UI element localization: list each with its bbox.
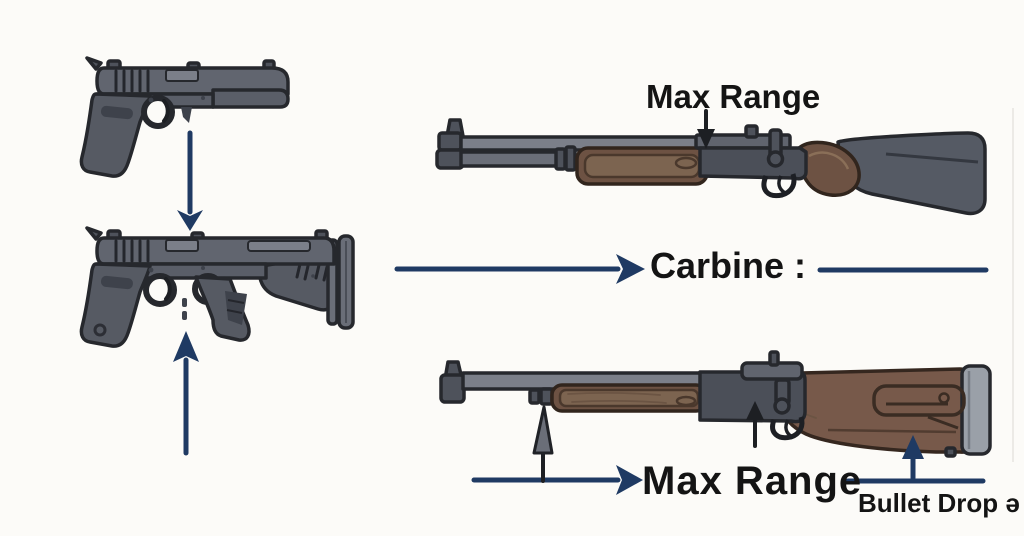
max-range-flat-arrow bbox=[471, 465, 643, 495]
bullet-drop-label: Bullet Drop ə bbox=[858, 488, 1020, 518]
carbine-rifle-illustration bbox=[435, 118, 987, 216]
carbine-label: Carbine : bbox=[650, 245, 807, 286]
conversion-down-arrow bbox=[177, 130, 203, 231]
carbine-transform-arrow bbox=[394, 254, 645, 284]
trigger-pointer bbox=[746, 401, 764, 448]
rifle-illustration bbox=[439, 350, 992, 458]
pistol-carbine-illustration bbox=[79, 226, 355, 348]
barrel-band-pointer bbox=[532, 405, 554, 483]
conversion-up-arrow bbox=[173, 331, 199, 456]
max-range-label-top: Max Range bbox=[646, 78, 821, 115]
pistol-illustration bbox=[79, 56, 290, 178]
max-range-pointer-top bbox=[697, 109, 715, 149]
bullet-drop-arrow bbox=[845, 435, 986, 484]
edge-artifact-line bbox=[1012, 108, 1014, 462]
max-range-label-bottom: Max Range bbox=[642, 459, 863, 503]
